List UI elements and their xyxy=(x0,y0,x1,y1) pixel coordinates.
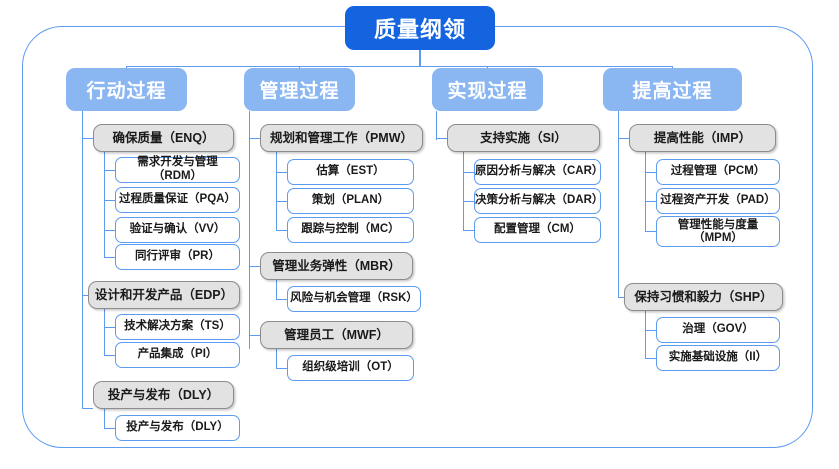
col0-grp0-stub xyxy=(82,138,93,140)
leaf-box-pi[interactable]: 产品集成（PI） xyxy=(115,342,240,368)
leaf-box-pqa[interactable]: 过程质量保证（PQA） xyxy=(115,187,240,213)
group-box-enq[interactable]: 确保质量（ENQ） xyxy=(93,124,234,152)
leaf-box-pcm[interactable]: 过程管理（PCM） xyxy=(656,159,780,185)
group-box-pmw[interactable]: 规划和管理工作（PMW） xyxy=(260,124,423,152)
group-box-dly[interactable]: 投产与发布（DLY） xyxy=(93,381,234,409)
leaf-box-ii[interactable]: 实施基础设施（II） xyxy=(656,345,780,371)
col2-g0-c2-stub xyxy=(463,230,474,232)
spine-horizontal xyxy=(126,66,672,68)
col1-g1-c0-stub xyxy=(276,299,287,301)
col3-g0-c1-stub xyxy=(645,201,656,203)
leaf-box-mc[interactable]: 跟踪与控制（MC） xyxy=(287,217,414,243)
col2-g0-c1-stub xyxy=(463,201,474,203)
col0-g0-c1-stub xyxy=(104,200,115,202)
col1-grp2-trunk xyxy=(276,349,278,369)
leaf-box-dly-child[interactable]: 投产与发布（DLY） xyxy=(115,415,240,441)
col3-g0-c2-stub xyxy=(645,231,656,233)
leaf-box-pr[interactable]: 同行评审（PR） xyxy=(115,244,240,270)
col3-grp0-trunk xyxy=(645,152,647,232)
col2-trunk xyxy=(436,111,438,140)
group-box-si[interactable]: 支持实施（SI） xyxy=(447,124,600,152)
diagram-title: 质量纲领 xyxy=(345,6,495,50)
col0-g1-c1-stub xyxy=(104,355,115,357)
leaf-box-est[interactable]: 估算（EST） xyxy=(287,159,414,185)
col0-g0-c2-stub xyxy=(104,230,115,232)
column-header-0[interactable]: 行动过程 xyxy=(66,68,187,111)
col0-g2-c0-stub xyxy=(104,428,115,430)
col1-g0-c0-stub xyxy=(276,172,287,174)
leaf-box-vv[interactable]: 验证与确认（VV） xyxy=(115,217,240,243)
col1-grp0-stub xyxy=(249,138,260,140)
leaf-box-ot[interactable]: 组织级培训（OT） xyxy=(287,355,414,381)
leaf-box-rsk[interactable]: 风险与机会管理（RSK） xyxy=(287,286,421,312)
leaf-box-mpm[interactable]: 管理性能与度量（MPM） xyxy=(656,216,780,247)
col3-g1-c1-stub xyxy=(645,358,656,360)
col3-trunk xyxy=(618,111,620,298)
group-box-imp[interactable]: 提高性能（IMP） xyxy=(629,124,776,152)
col1-trunk xyxy=(249,111,251,349)
group-box-mwf[interactable]: 管理员工（MWF） xyxy=(260,321,413,349)
col3-grp1-trunk xyxy=(645,311,647,359)
col2-g0-c0-stub xyxy=(463,172,474,174)
leaf-box-ts[interactable]: 技术解决方案（TS） xyxy=(115,314,240,340)
spine-drop-0 xyxy=(126,66,128,68)
col2-grp0-trunk xyxy=(463,152,465,230)
leaf-box-rdm[interactable]: 需求开发与管理（RDM） xyxy=(115,156,240,183)
col1-g0-c2-stub xyxy=(276,230,287,232)
col1-g0-c1-stub xyxy=(276,201,287,203)
group-box-edp[interactable]: 设计和开发产品（EDP） xyxy=(88,281,240,309)
title-connector xyxy=(419,50,421,66)
col0-g1-c0-stub xyxy=(104,327,115,329)
col0-g0-c3-stub xyxy=(104,257,115,259)
col3-grp1-stub xyxy=(618,297,624,299)
leaf-box-plan[interactable]: 策划（PLAN） xyxy=(287,188,414,214)
spine-drop-1 xyxy=(299,66,301,68)
col0-grp2-trunk xyxy=(104,409,106,429)
col2-grp0-stub xyxy=(436,138,447,140)
group-box-mbr[interactable]: 管理业务弹性（MBR） xyxy=(260,252,413,280)
col3-grp0-stub xyxy=(618,138,629,140)
column-header-1[interactable]: 管理过程 xyxy=(244,68,355,111)
col1-grp1-stub xyxy=(249,266,260,268)
spine-drop-2 xyxy=(487,66,489,68)
col1-grp1-trunk xyxy=(276,280,278,300)
leaf-box-gov[interactable]: 治理（GOV） xyxy=(656,317,780,343)
spine-drop-3 xyxy=(672,66,674,68)
col0-grp2-stub xyxy=(82,408,93,410)
col0-grp1-stub xyxy=(82,295,88,297)
leaf-box-cm[interactable]: 配置管理（CM） xyxy=(474,217,601,243)
leaf-box-pad[interactable]: 过程资产开发（PAD） xyxy=(656,188,780,214)
col1-g2-c0-stub xyxy=(276,368,287,370)
col0-grp0-trunk xyxy=(104,152,106,257)
col1-grp2-stub xyxy=(249,335,260,337)
col0-trunk xyxy=(82,111,84,408)
leaf-box-dar[interactable]: 决策分析与解决（DAR） xyxy=(474,188,603,214)
leaf-box-car[interactable]: 原因分析与解决（CAR） xyxy=(474,159,603,185)
col0-g0-c0-stub xyxy=(104,170,115,172)
group-box-shp[interactable]: 保持习惯和毅力（SHP） xyxy=(624,283,783,311)
column-header-3[interactable]: 提高过程 xyxy=(603,68,742,111)
col3-g0-c0-stub xyxy=(645,172,656,174)
col3-g1-c0-stub xyxy=(645,330,656,332)
column-header-2[interactable]: 实现过程 xyxy=(432,68,543,111)
col0-grp1-trunk xyxy=(104,309,106,355)
col1-grp0-trunk xyxy=(276,152,278,230)
